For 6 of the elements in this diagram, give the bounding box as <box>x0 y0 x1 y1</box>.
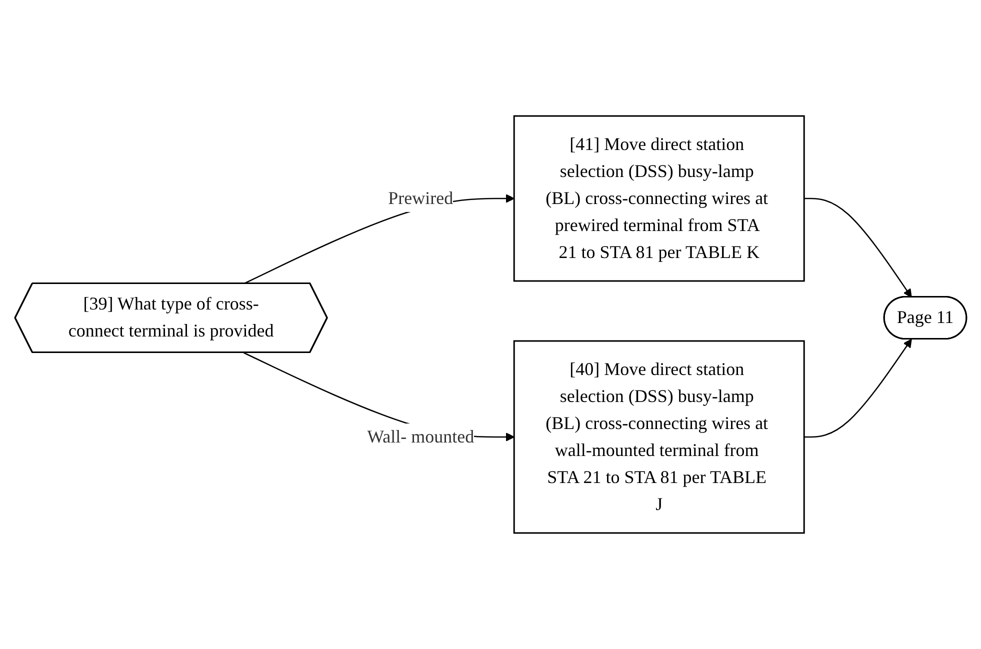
arrow <box>804 338 912 438</box>
node-box: [41] Move direct station selection (DSS) busy-lamp (BL) cross-connecting wires at prewired terminal from STA 21 to STA 81 per TABLE K <box>513 115 805 282</box>
node-box: [40] Move direct station selection (DSS) busy-lamp (BL) cross-connecting wires at wall-mounted terminal from STA 21 to STA 81 per TABLE J <box>513 340 805 534</box>
edge-label: Wall- mounted <box>366 426 474 446</box>
edge-label: Prewired <box>388 188 453 208</box>
arrow <box>804 198 912 298</box>
